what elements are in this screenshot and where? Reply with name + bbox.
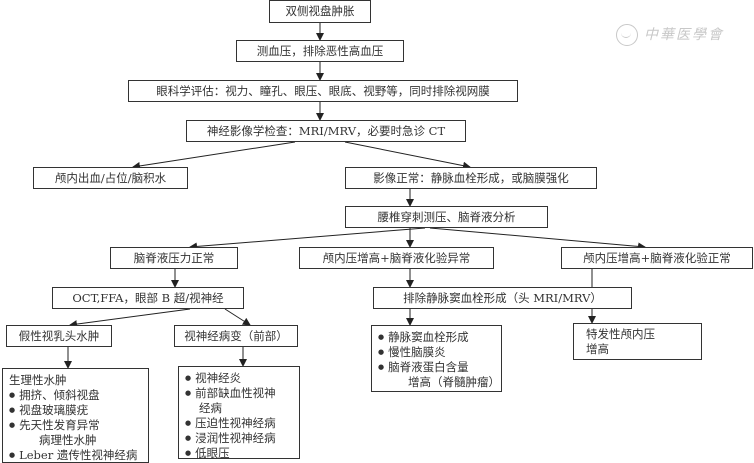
edge-n7-n8 (189, 227, 426, 251)
list-item: 先天性发育异常 (9, 418, 142, 433)
watermark-text: 中華医學會 (644, 27, 724, 43)
edge-n4-n5 (132, 141, 296, 170)
list-item: 视盘玻璃膜疣 (9, 403, 142, 418)
edge-n11-n14 (224, 308, 251, 326)
list-item: 增高（脊髓肿瘤） (408, 375, 500, 389)
list-item: Leber 遗传性视神经病 (9, 448, 142, 463)
list-item: 慢性脑膜炎 (378, 345, 495, 360)
list-item: 低眼压 (185, 446, 293, 461)
edge-n11-n13 (69, 308, 191, 329)
node-lumbar-puncture: 腰椎穿刺测压、脑脊液分析 (345, 206, 548, 228)
list-item: 静脉窦血栓形成 (378, 330, 495, 345)
list-item: 前部缺血性视神 (185, 386, 293, 401)
list-item: 脑脊液蛋白含量 (378, 360, 495, 375)
node-csf-abnormal-causes: 静脉窦血栓形成慢性脑膜炎脑脊液蛋白含量增高（脊髓肿瘤） (371, 325, 502, 392)
node-pseudopapilledema: 假性视乳头水肿 (6, 325, 112, 347)
node-exclude-venous-thrombosis: 排除静脉窦血栓形成（头 MRI/MRV） (373, 287, 632, 309)
list-item: 病理性水肿 (39, 433, 97, 447)
node-imaging-normal: 影像正常：静脉血栓形成，或脑膜强化 (345, 167, 597, 189)
node-ophthalmic-evaluation: 眼科学评估：视力、瞳孔、眼压、眼底、视野等，同时排除视网膜 (128, 80, 518, 102)
node-icp-high-csf-abnormal: 颅内压增高+脑脊液化验异常 (299, 247, 494, 269)
list-item: 拥挤、倾斜视盘 (9, 388, 142, 403)
list-item: 压迫性视神经病 (185, 416, 293, 431)
node-measure-bp: 测血压，排除恶性高血压 (236, 40, 404, 62)
node-optic-neuropathy-causes: 视神经炎前部缺血性视神经病压迫性视神经病浸润性视神经病低眼压 (178, 366, 300, 461)
node-idiopathic-ich: 特发性颅内压增高 (573, 323, 702, 360)
node-pseudopapilledema-causes: 生理性水肿拥挤、倾斜视盘视盘玻璃膜疣先天性发育异常病理性水肿Leber 遗传性视… (2, 368, 149, 463)
node-bilateral-disc-swelling: 双侧视盘肿胀 (269, 0, 371, 23)
list-item: 浸润性视神经病 (185, 431, 293, 446)
list-item: 视神经炎 (185, 371, 293, 386)
node-oct-ffa: OCT,FFA，眼部 B 超/视神经 (52, 287, 244, 309)
list-item: 特发性颅内压 (586, 327, 655, 341)
list-item: 生理性水肿 (9, 373, 67, 387)
watermark: 中華医學會 (616, 24, 724, 46)
list-item: 经病 (199, 401, 222, 415)
edge-n4-n6 (344, 141, 471, 170)
node-neuroimaging: 神经影像学检查：MRI/MRV，必要时急诊 CT (186, 120, 466, 142)
edge-n7-n10 (429, 227, 646, 251)
node-csf-pressure-normal: 脑脊液压力正常 (110, 247, 238, 269)
society-emblem-icon (616, 24, 638, 46)
node-icp-high-csf-normal: 颅内压增高+脑脊液化验正常 (561, 247, 753, 269)
list-item: 增高 (586, 342, 609, 356)
node-optic-neuropathy: 视神经病变（前部） (174, 325, 298, 347)
node-intracranial-lesion: 颅内出血/占位/脑积水 (33, 167, 188, 189)
